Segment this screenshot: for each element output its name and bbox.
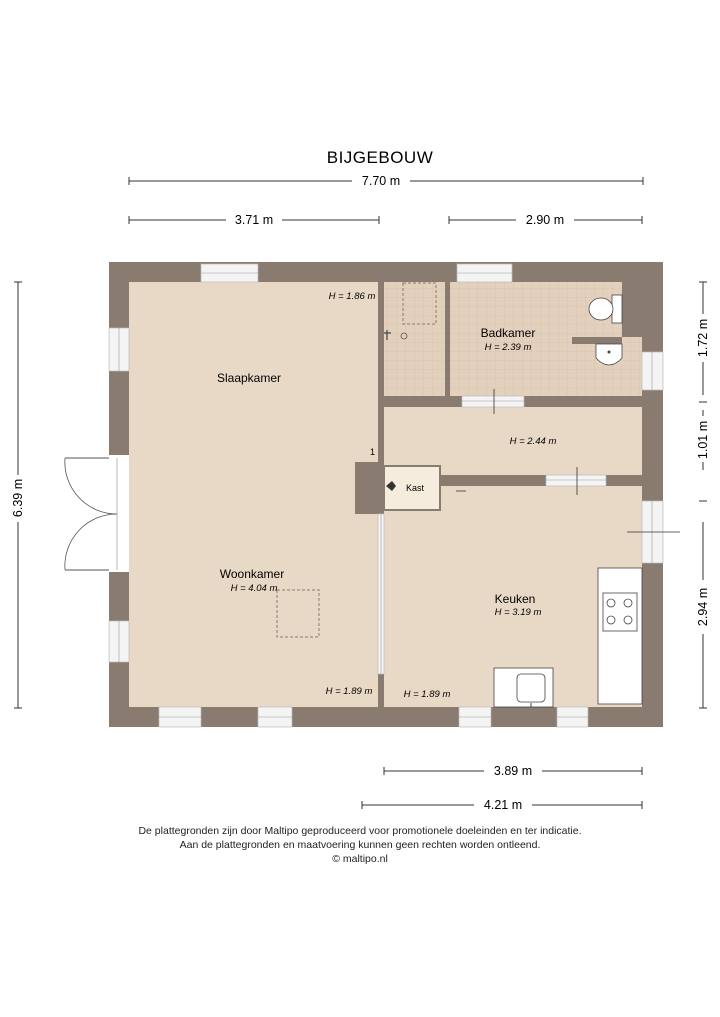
dimension-kitchen-outer-label: 4.21 m xyxy=(484,798,522,812)
dimension-kitchen-inner-label: 3.89 m xyxy=(494,764,532,778)
dimension-kitchen-height-label: 2.94 m xyxy=(696,588,710,626)
height-woonkamer-bottom: H = 1.89 m xyxy=(326,686,373,697)
room-label-slaapkamer: Slaapkamer xyxy=(217,371,281,385)
floor-slaapkamer-woonkamer xyxy=(129,282,378,707)
shower-tap-icon xyxy=(384,330,391,340)
wall-shower xyxy=(445,282,450,396)
dimension-bath-height-label: 1.72 m xyxy=(696,319,710,357)
dimension-total-width-label: 7.70 m xyxy=(362,174,400,188)
dimension-total-height-label: 6.39 m xyxy=(11,479,25,517)
bathroom-sink-icon xyxy=(595,343,623,366)
shower-drain-icon xyxy=(400,332,408,340)
toilet-icon xyxy=(588,294,623,324)
footer-disclaimer: De plattegronden zijn door Maltipo gepro… xyxy=(0,824,720,866)
height-keuken-bottom: H = 1.89 m xyxy=(404,689,451,700)
room-label-keuken: Keuken xyxy=(495,592,536,606)
dimension-left-width-label: 3.71 m xyxy=(235,213,273,227)
dimension-right-heights xyxy=(699,281,707,709)
dimension-total-height xyxy=(14,281,22,709)
dimension-right-width xyxy=(448,216,643,224)
dimension-total-width xyxy=(128,177,644,185)
height-keuken: H = 3.19 m xyxy=(495,607,542,618)
room-label-woonkamer: Woonkamer xyxy=(220,567,284,581)
footer-line-3: © maltipo.nl xyxy=(332,853,388,865)
height-hall: H = 2.44 m xyxy=(510,436,557,447)
kitchen-sink-icon xyxy=(493,667,554,708)
room-label-badkamer: Badkamer xyxy=(481,326,536,340)
kitchen-counter xyxy=(597,567,643,705)
dimension-hall-height-label: 1.01 m xyxy=(696,421,710,459)
entrance-door[interactable] xyxy=(64,455,129,572)
plan-title: BIJGEBOUW xyxy=(327,148,434,167)
footer-line-2: Aan de plattegronden en maatvoering kunn… xyxy=(179,839,541,851)
dimension-right-width-label: 2.90 m xyxy=(526,213,564,227)
kast-label: Kast xyxy=(406,483,425,493)
dimension-kitchen-widths xyxy=(361,767,643,809)
floor-hall xyxy=(384,407,642,475)
wall-vertical-upper xyxy=(378,282,384,465)
footer-line-1: De plattegronden zijn door Maltipo gepro… xyxy=(138,825,582,837)
height-badkamer: H = 2.39 m xyxy=(485,342,532,353)
marker-label: 1 xyxy=(370,447,375,457)
height-woonkamer: H = 4.04 m xyxy=(231,583,278,594)
chimney-block xyxy=(355,462,384,514)
dimension-left-width xyxy=(128,216,380,224)
stove-icon xyxy=(386,481,396,491)
wall-toilet-partition xyxy=(572,337,622,344)
skylight-woonkamer xyxy=(276,589,320,638)
cooktop-icon xyxy=(606,598,633,625)
skylight-bath xyxy=(402,282,437,325)
height-slaapkamer-corner: H = 1.86 m xyxy=(329,291,376,302)
